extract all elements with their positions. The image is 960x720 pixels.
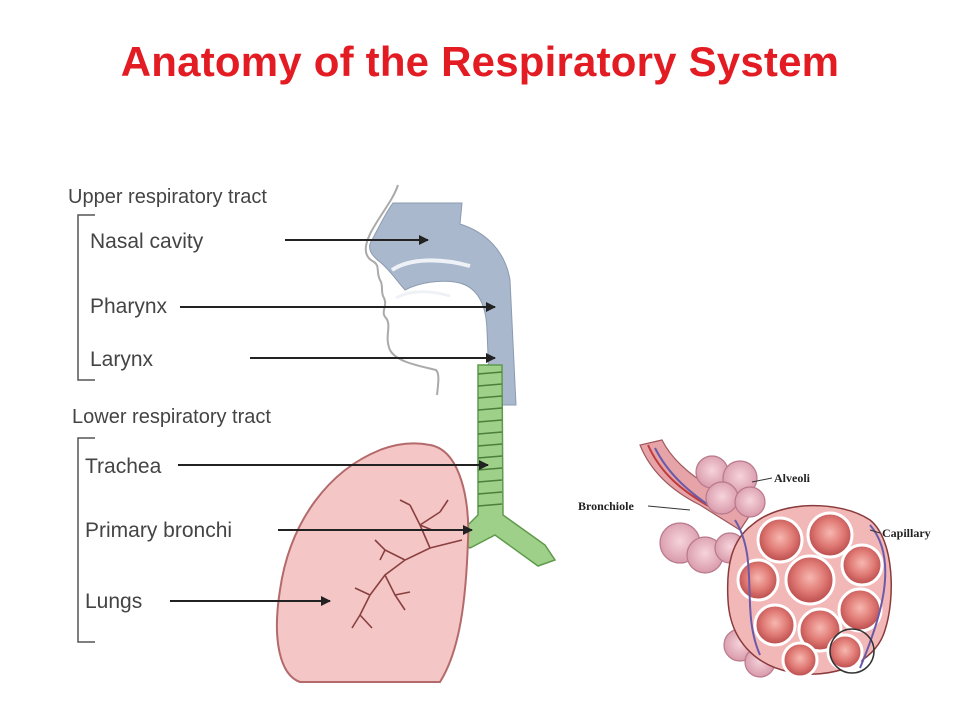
lung	[275, 442, 470, 683]
lower-tract-bracket	[77, 437, 95, 643]
alveoli-inset: Alveoli Bronchiole Capillary	[578, 439, 931, 679]
label-trachea: Trachea	[85, 455, 162, 478]
upper-tract-heading: Upper respiratory tract	[68, 186, 267, 208]
label-larynx: Larynx	[90, 348, 154, 371]
label-primary-bronchi: Primary bronchi	[85, 519, 232, 542]
alveolar-sacs	[736, 511, 884, 679]
upper-tract-bracket	[77, 214, 95, 381]
lower-tract-heading: Lower respiratory tract	[72, 406, 271, 428]
label-pharynx: Pharynx	[90, 295, 168, 318]
label-bronchiole: Bronchiole	[578, 499, 634, 513]
highlight-circle	[829, 628, 875, 674]
label-lungs: Lungs	[85, 590, 142, 613]
pointer-arrows	[170, 235, 496, 606]
label-capillary: Capillary	[882, 526, 931, 540]
head-profile	[364, 184, 440, 396]
page-title: Anatomy of the Respiratory System	[120, 38, 840, 85]
label-alveoli: Alveoli	[774, 471, 811, 485]
label-nasal-cavity: Nasal cavity	[90, 230, 204, 253]
bronchial-tree	[351, 499, 463, 629]
nasal-cavity-shape	[369, 202, 517, 406]
